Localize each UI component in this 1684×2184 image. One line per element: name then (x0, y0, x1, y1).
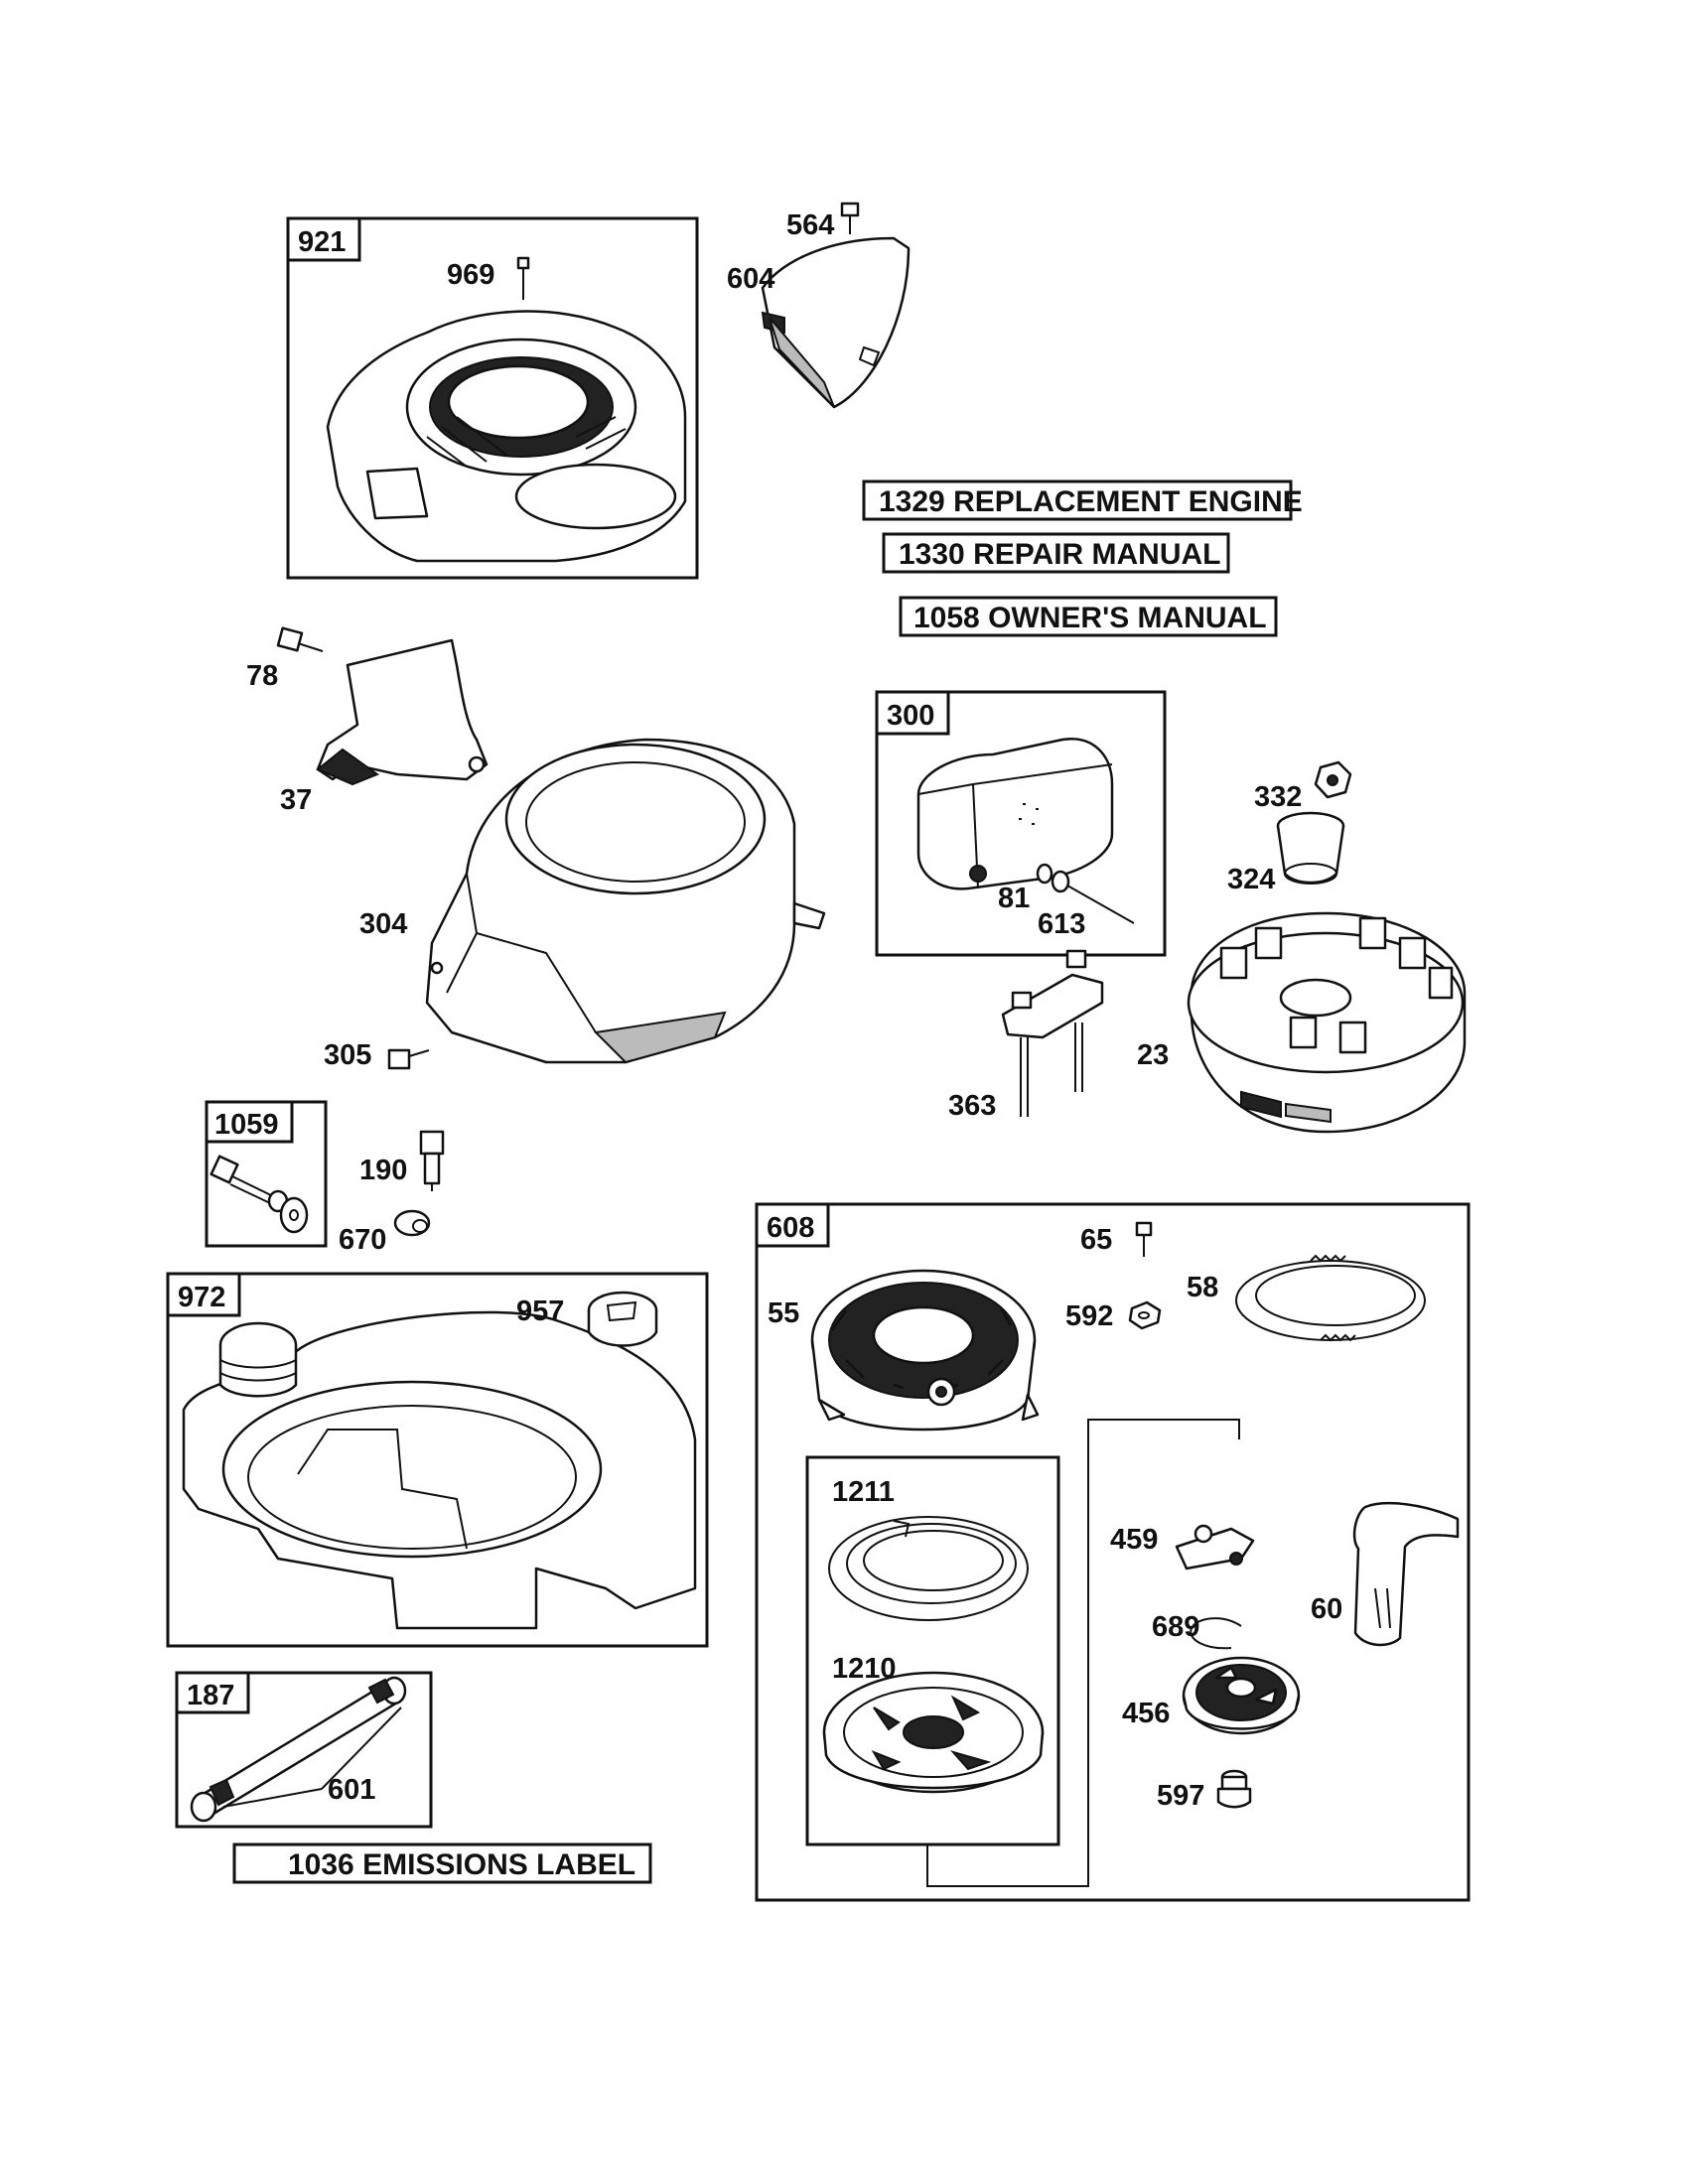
part-957-label: 957 (516, 1296, 564, 1327)
group-1059-tag-box (205, 1100, 294, 1144)
fuel-line-illustration (190, 1676, 407, 1823)
part-604-label: 604 (727, 263, 774, 295)
group-608-frame (755, 1202, 1471, 1902)
deflector-604-illustration (761, 236, 911, 409)
washer-81-illustration (1036, 863, 1053, 885)
part-597-label: 597 (1157, 1780, 1204, 1812)
group-608: 608 55 65 592 5 (755, 1202, 1471, 1902)
spring-1211-illustration (828, 1516, 1029, 1621)
screw-564-illustration (840, 202, 860, 234)
part-1210-label: 1210 (832, 1653, 897, 1685)
part-363-label: 363 (948, 1090, 996, 1122)
part-190-label: 190 (359, 1155, 407, 1186)
pulley-spring-frame (805, 1455, 1060, 1846)
part-670-label: 670 (339, 1224, 386, 1256)
screw-65-illustration (1135, 1221, 1153, 1257)
part-1211-label: 1211 (832, 1476, 895, 1508)
assembly-bracket-line (926, 1419, 1240, 1887)
flywheel-23-illustration (1187, 911, 1467, 1134)
air-guide-37-illustration (316, 638, 489, 786)
note-1058: 1058 OWNER'S MANUAL (899, 596, 1278, 637)
group-1059: 1059 (205, 1100, 328, 1248)
group-921: 921 969 (286, 216, 699, 580)
rope-58-illustration (1235, 1254, 1426, 1342)
bolt-78-illustration (276, 626, 324, 652)
part-81-label: 81 (998, 883, 1030, 914)
group-300-label: 300 (887, 700, 934, 732)
spacer-670-illustration (393, 1209, 431, 1237)
stud-190-illustration (419, 1130, 445, 1191)
part-23-label: 23 (1137, 1039, 1169, 1071)
part-969-label: 969 (447, 259, 494, 291)
group-187-tag-box (175, 1671, 250, 1714)
part-60-label: 60 (1311, 1593, 1342, 1625)
group-187: 187 601 (175, 1671, 433, 1829)
ring-689-illustration (1190, 1617, 1242, 1650)
part-459-label: 459 (1110, 1524, 1158, 1556)
part-304-label: 304 (359, 908, 407, 940)
note-1058-text: 1058 OWNER'S MANUAL (913, 602, 1267, 634)
bolt-1059-illustration (210, 1155, 309, 1234)
pawl-459-illustration (1175, 1524, 1255, 1570)
note-1330-text: 1330 REPAIR MANUAL (899, 538, 1221, 571)
note-1329-text: 1329 REPLACEMENT ENGINE (879, 485, 1303, 518)
part-324-label: 324 (1227, 864, 1275, 895)
cup-324-illustration (1276, 811, 1345, 885)
group-608-tag-box (755, 1202, 830, 1248)
group-972-label: 972 (178, 1282, 225, 1313)
note-1330: 1330 REPAIR MANUAL (882, 532, 1230, 574)
handle-60-illustration (1352, 1501, 1460, 1647)
bolt-305-illustration (387, 1048, 430, 1070)
group-187-frame (175, 1671, 433, 1829)
nut-332-illustration (1314, 760, 1352, 799)
part-65-label: 65 (1080, 1224, 1112, 1256)
pulley-1210-illustration (822, 1671, 1045, 1794)
part-78-label: 78 (246, 660, 278, 692)
group-921-label: 921 (298, 226, 346, 258)
screw-969-illustration (516, 256, 530, 300)
part-456-label: 456 (1122, 1698, 1170, 1729)
group-300-tag-box (875, 690, 950, 736)
group-608-label: 608 (767, 1212, 814, 1244)
blower-cover-illustration (326, 310, 687, 563)
part-601-label: 601 (328, 1774, 375, 1806)
nut-592-illustration (1128, 1300, 1162, 1330)
fuel-tank-illustration (182, 1310, 697, 1630)
retainer-456-illustration (1182, 1656, 1301, 1735)
part-37-label: 37 (280, 784, 312, 816)
part-58-label: 58 (1187, 1272, 1218, 1303)
group-972: 972 957 (166, 1272, 709, 1648)
fuel-cap-957-illustration (587, 1291, 658, 1347)
part-332-label: 332 (1254, 781, 1302, 813)
part-305-label: 305 (324, 1039, 371, 1071)
part-564-label: 564 (786, 209, 834, 241)
armature-363-illustration (1001, 949, 1104, 1117)
part-613-label: 613 (1038, 908, 1085, 940)
group-972-tag-box (166, 1272, 241, 1317)
group-972-frame (166, 1272, 709, 1648)
group-300: 300 81 613 (875, 690, 1167, 957)
screw-597-illustration (1216, 1769, 1252, 1809)
starter-housing-55-illustration (810, 1269, 1040, 1432)
note-1036-text: 1036 EMISSIONS LABEL (288, 1848, 635, 1881)
group-300-frame (875, 690, 1167, 957)
part-55-label: 55 (768, 1297, 799, 1329)
group-187-label: 187 (187, 1680, 234, 1711)
muffler-illustration (916, 737, 1114, 890)
part-592-label: 592 (1065, 1300, 1113, 1332)
part-689-label: 689 (1152, 1611, 1199, 1643)
note-1329: 1329 REPLACEMENT ENGINE (862, 479, 1303, 521)
group-921-tag-box (286, 216, 361, 262)
blower-housing-304-illustration (425, 738, 826, 1064)
group-1059-label: 1059 (214, 1109, 279, 1141)
note-1036: 1036 EMISSIONS LABEL (232, 1843, 652, 1884)
screw-613-illustration (1051, 870, 1135, 924)
group-921-frame (286, 216, 699, 580)
